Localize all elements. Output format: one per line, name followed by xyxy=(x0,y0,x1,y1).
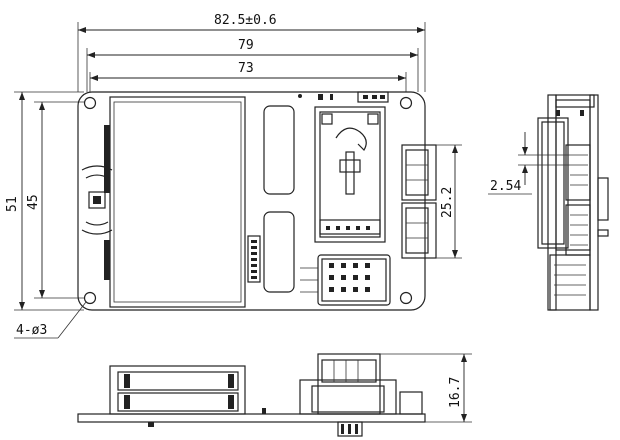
pcb-side-view xyxy=(537,94,609,311)
dim-height-51: 51 xyxy=(5,196,20,212)
connector-dimension xyxy=(436,144,462,259)
dim-pin-pitch: 2.54 xyxy=(490,179,521,194)
mounting-hole-icon xyxy=(399,291,413,305)
dim-thickness: 16.7 xyxy=(448,377,463,408)
top-dimensions xyxy=(77,22,426,92)
pcb-top-view xyxy=(77,91,437,311)
dim-width-73: 73 xyxy=(238,61,254,76)
left-dimensions xyxy=(14,91,84,311)
dim-overall-width: 82.5±0.6 xyxy=(214,13,277,28)
thickness-dimension xyxy=(380,353,472,423)
dim-height-45: 45 xyxy=(26,194,41,210)
dim-holes-label: 4-ø3 xyxy=(16,323,47,338)
hole-leader xyxy=(14,301,87,339)
pitch-dimension xyxy=(488,132,570,195)
dim-connector-span: 25.2 xyxy=(440,187,455,218)
dim-width-79: 79 xyxy=(238,38,254,53)
mounting-hole-icon xyxy=(83,291,97,305)
pcb-front-view xyxy=(77,353,426,437)
mounting-hole-icon xyxy=(83,96,97,110)
mounting-hole-icon xyxy=(399,96,413,110)
